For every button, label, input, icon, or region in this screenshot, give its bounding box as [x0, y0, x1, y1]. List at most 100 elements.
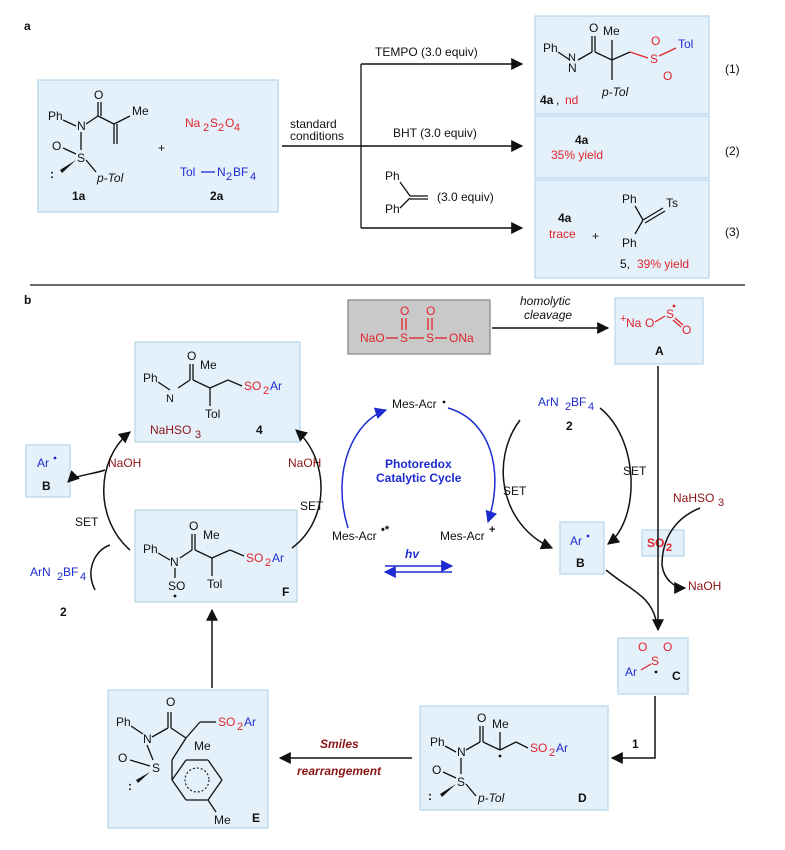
mes-acr-excited: Mes-Acr: [332, 529, 377, 543]
arrow-to-B-left: [67, 469, 106, 483]
yield-39: 39% yield: [637, 257, 689, 271]
result-box-3: [534, 179, 710, 279]
svg-text:A: A: [655, 344, 664, 358]
reagent-na2s2o4: Na 2 S 2 O 4: [185, 116, 240, 134]
svg-text:S: S: [152, 761, 160, 775]
svg-text:S: S: [650, 52, 658, 66]
svg-text:2: 2: [566, 419, 573, 433]
svg-text:N: N: [166, 393, 174, 405]
svg-text:O: O: [651, 34, 660, 48]
svg-text:4: 4: [588, 401, 594, 413]
svg-text:S: S: [77, 151, 85, 165]
svg-text:Ar: Ar: [244, 715, 256, 729]
intermediate-D-structure: Ph N O Me SO 2 Ar S O : p-Tol D: [428, 711, 587, 805]
svg-text:Ts: Ts: [666, 196, 678, 210]
svg-text:O: O: [225, 116, 234, 130]
panel-b-label: b: [24, 293, 31, 307]
svg-text:Ar: Ar: [272, 551, 284, 565]
svg-text:O: O: [94, 88, 103, 102]
dithionite-box: [347, 299, 491, 355]
svg-text:Tol: Tol: [678, 37, 693, 51]
svg-text:SO: SO: [168, 579, 185, 593]
svg-text:Ph: Ph: [143, 371, 158, 385]
svg-text:O: O: [477, 711, 486, 725]
svg-text::: :: [428, 789, 432, 803]
svg-text:O: O: [682, 323, 691, 337]
svg-text:Me: Me: [203, 528, 220, 542]
svg-text:SO: SO: [530, 741, 547, 755]
svg-text::: :: [50, 167, 54, 181]
svg-text:+: +: [489, 524, 495, 536]
svg-text:O: O: [52, 139, 61, 153]
svg-text::: :: [128, 779, 132, 793]
svg-text:S: S: [457, 775, 465, 789]
naoh-left: NaOH: [108, 456, 141, 470]
svg-text:Me: Me: [194, 739, 211, 753]
svg-text:Ph: Ph: [430, 735, 445, 749]
svg-text:SO: SO: [244, 379, 261, 393]
conditions-line2: conditions: [290, 129, 344, 143]
arn2bf4-top: ArN 2 BF 4 2: [538, 395, 594, 433]
radical-B-ar-left: Ar: [37, 456, 49, 470]
arrow-set-inner: [502, 419, 554, 550]
equation-1: (1): [725, 62, 740, 76]
arrow-F-to-4-right: [291, 429, 322, 549]
svg-text:Ph: Ph: [385, 169, 400, 183]
photoredox-arrow-up: [341, 407, 388, 529]
svg-text:O: O: [118, 751, 127, 765]
naoh-middle: NaOH: [288, 456, 321, 470]
svg-text:N: N: [568, 52, 576, 64]
product-4a-structure: Ph N N O Me S O O Tol p-Tol 4a , nd: [540, 21, 693, 107]
svg-text:2a: 2a: [210, 189, 224, 203]
equation-2: (2): [725, 144, 740, 158]
svg-text:Me: Me: [200, 358, 217, 372]
svg-text:N: N: [143, 732, 152, 746]
svg-text:Tol: Tol: [205, 407, 220, 421]
svg-text:O: O: [187, 349, 196, 363]
svg-text:S: S: [210, 116, 218, 130]
svg-text:Ar: Ar: [625, 665, 637, 679]
intermediate-E-structure: Ph O N SO 2 Ar Me S O : Me E: [116, 695, 260, 827]
svg-text:C: C: [672, 669, 681, 683]
substrate-box: [37, 79, 279, 213]
svg-text:1a: 1a: [72, 189, 86, 203]
svg-text:O: O: [426, 304, 435, 318]
svg-text:2: 2: [226, 171, 232, 183]
svg-text:2: 2: [265, 557, 271, 569]
tempo-label: TEMPO (3.0 equiv): [375, 45, 478, 59]
svg-text:p-Tol: p-Tol: [601, 85, 629, 99]
radical-B-ar-right: Ar: [570, 534, 582, 548]
svg-text:O: O: [189, 519, 198, 533]
svg-text:•*: •*: [381, 524, 390, 536]
intermediate-F-structure: Ph N O Me Tol SO 2 Ar SO F: [143, 519, 289, 599]
svg-text:O: O: [432, 763, 441, 777]
so2-label: SO: [647, 536, 664, 550]
svg-text:N: N: [217, 165, 226, 179]
svg-text:4: 4: [250, 171, 256, 183]
svg-text:4: 4: [80, 571, 86, 583]
intermediate-E-box: [107, 689, 269, 829]
svg-text:2: 2: [60, 605, 67, 619]
radical-B-box-right: [559, 521, 605, 575]
svg-text:nd: nd: [565, 93, 578, 107]
svg-text:O: O: [638, 640, 647, 654]
plus-sign-3: +: [592, 229, 599, 243]
radical-C-structure: Ar S O O C: [625, 640, 681, 683]
product-4a-label-3: 4a: [558, 211, 572, 225]
product-4-structure: Ph N O Me Tol SO 2 Ar NaHSO 3 4: [143, 349, 282, 441]
svg-text:Me: Me: [492, 717, 509, 731]
radical-B-code-right: B: [576, 556, 585, 570]
svg-text:N: N: [170, 555, 179, 569]
svg-text:4: 4: [234, 122, 240, 134]
svg-text:S: S: [666, 307, 674, 321]
svg-text:p-Tol: p-Tol: [96, 171, 124, 185]
arn2bf4-bottom: ArN 2 BF 4 2: [30, 565, 86, 619]
svg-text:F: F: [282, 585, 289, 599]
svg-text:O: O: [663, 69, 672, 83]
svg-text:Me: Me: [603, 24, 620, 38]
svg-text:O: O: [400, 304, 409, 318]
set-right-outer: SET: [623, 464, 647, 478]
svg-text:ArN: ArN: [538, 395, 559, 409]
nahso3-right-sub: 3: [718, 497, 724, 509]
svg-text:3: 3: [195, 429, 201, 441]
